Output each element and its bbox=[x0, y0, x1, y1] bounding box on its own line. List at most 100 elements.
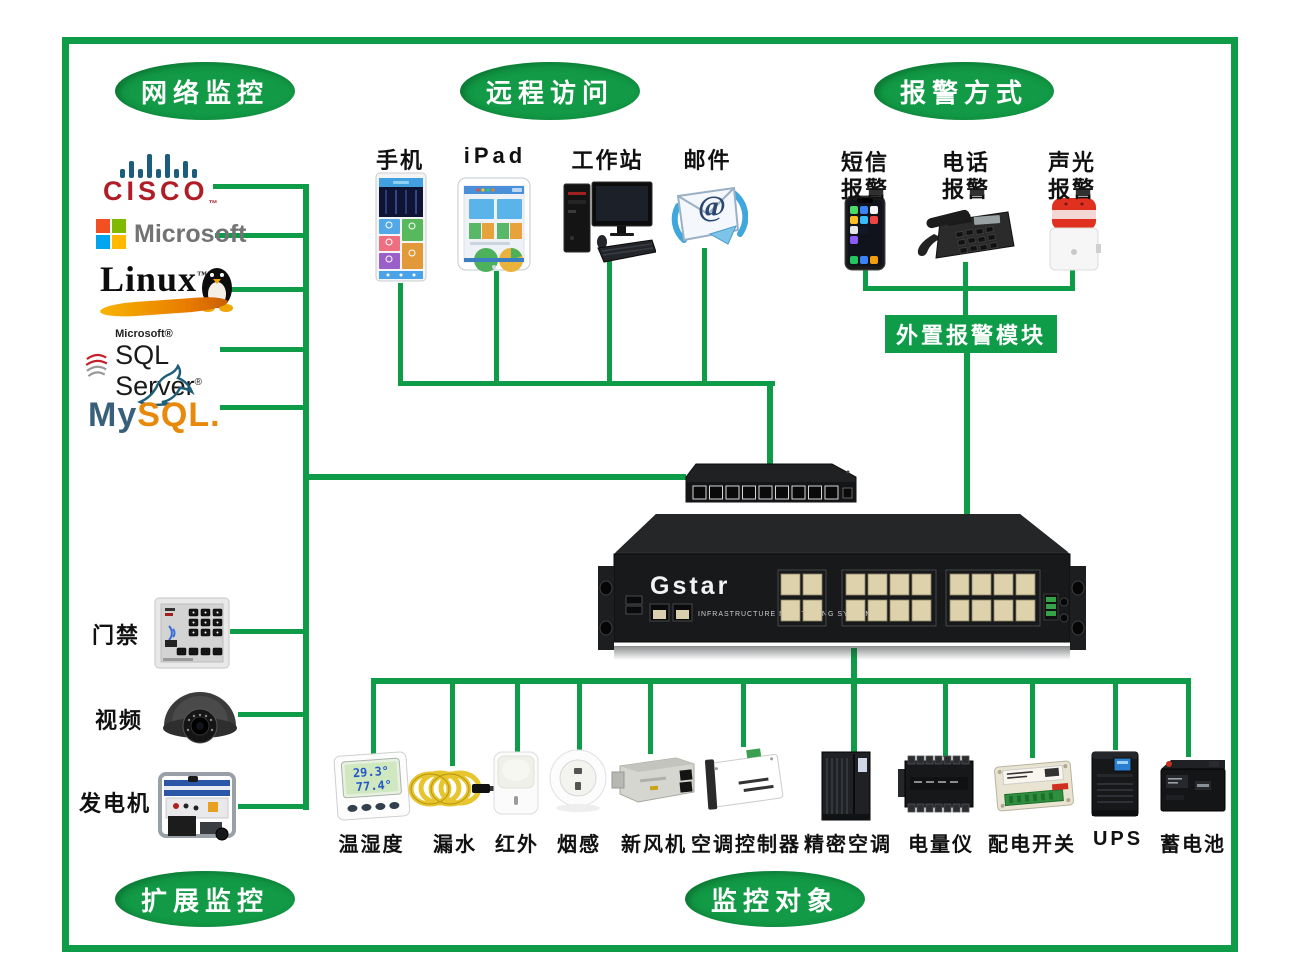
sql-server-brand: Microsoft® bbox=[115, 328, 173, 340]
generator-image bbox=[158, 772, 236, 841]
connector-line bbox=[863, 266, 868, 288]
label-ups: UPS bbox=[1092, 828, 1144, 850]
connector-line bbox=[1113, 678, 1118, 750]
label-access-control: 门禁 bbox=[91, 623, 140, 648]
cisco-wordmark: CISCO™ bbox=[103, 176, 222, 209]
connector-line bbox=[741, 678, 746, 747]
section-oval-remote-access: 远程访问 bbox=[460, 62, 640, 120]
connector-line bbox=[648, 678, 653, 754]
microsoft-squares-icon bbox=[96, 219, 126, 249]
connector-line bbox=[303, 184, 309, 810]
smartphone-app-image bbox=[375, 172, 427, 282]
label-phone-alarm-1: 电话 bbox=[941, 150, 990, 175]
ac-controller-image bbox=[704, 748, 784, 810]
connector-line bbox=[213, 184, 308, 189]
connector-line bbox=[963, 289, 968, 315]
ethernet-switch-image bbox=[685, 463, 857, 503]
connector-line bbox=[767, 381, 773, 465]
label-sound-light-alarm-1: 声光 bbox=[1047, 150, 1096, 175]
svg-text:77.4°: 77.4° bbox=[355, 778, 392, 794]
mysql-dolphin-icon bbox=[137, 364, 195, 406]
ups-image bbox=[1091, 751, 1139, 817]
connector-line bbox=[450, 678, 455, 766]
water-leak-cable-image bbox=[408, 770, 498, 807]
connector-line bbox=[230, 629, 308, 634]
section-oval-alarm-methods: 报警方式 bbox=[874, 62, 1054, 120]
connector-line bbox=[303, 474, 686, 480]
temp-humidity-sensor-image: 29.3° 77.4° bbox=[333, 751, 411, 821]
sms-alarm-phone-image bbox=[844, 195, 886, 271]
connector-line bbox=[215, 287, 308, 292]
label-video: 视频 bbox=[94, 708, 143, 733]
connector-line bbox=[577, 678, 582, 750]
label-sound-light-alarm-2: 报警 bbox=[1047, 177, 1096, 202]
connector-line bbox=[1070, 268, 1075, 288]
smoke-detector-image bbox=[549, 749, 607, 812]
connector-line bbox=[494, 271, 499, 383]
fresh-air-unit-image bbox=[611, 757, 695, 803]
connector-line bbox=[398, 381, 775, 386]
connector-line bbox=[964, 352, 970, 514]
connector-line bbox=[238, 804, 308, 809]
sql-server-icon bbox=[85, 353, 108, 377]
label-temp-humidity: 温湿度 bbox=[338, 834, 405, 856]
connector-line bbox=[371, 678, 1191, 684]
connector-line bbox=[963, 262, 968, 288]
section-oval-monitored-objects: 监控对象 bbox=[685, 871, 865, 927]
label-fresh-air-unit: 新风机 bbox=[621, 834, 687, 856]
connector-line bbox=[238, 712, 308, 717]
connector-line bbox=[220, 405, 308, 410]
linux-wordmark: Linux™ bbox=[100, 259, 209, 299]
label-ac-controller: 空调控制器 bbox=[691, 834, 801, 856]
dome-camera-image bbox=[163, 692, 237, 744]
label-phone-alarm-2: 报警 bbox=[941, 177, 990, 202]
mysql-logo: MySQL. bbox=[88, 364, 223, 436]
connector-line bbox=[1186, 678, 1191, 757]
section-oval-network-monitoring: 网络监控 bbox=[115, 62, 295, 120]
label-workstation: 工作站 bbox=[571, 148, 644, 173]
connector-line bbox=[371, 678, 376, 754]
diagram-border bbox=[62, 37, 1238, 952]
connector-line bbox=[215, 233, 308, 238]
connector-line bbox=[702, 248, 707, 383]
svg-text:@: @ bbox=[698, 190, 726, 223]
sql-server-logo: Microsoft® SQL Server® bbox=[84, 328, 224, 402]
ipad-dashboard-image bbox=[457, 177, 531, 272]
workstation-image bbox=[563, 181, 656, 263]
connector-line bbox=[515, 678, 520, 752]
gstar-monitoring-gateway-image: Gstar INFRASTRUCTURE MONITORING SYSTEM bbox=[598, 514, 1086, 660]
label-battery: 蓄电池 bbox=[1160, 834, 1226, 856]
svg-text:Gstar: Gstar bbox=[650, 572, 730, 600]
label-water-leak: 漏水 bbox=[433, 834, 477, 856]
label-sms-alarm-1: 短信 bbox=[840, 150, 889, 175]
label-power-meter: 电量仪 bbox=[908, 834, 974, 856]
connector-line bbox=[220, 347, 308, 352]
label-infrared: 红外 bbox=[495, 834, 539, 856]
section-oval-extended-monitoring: 扩展监控 bbox=[115, 871, 295, 927]
label-smoke: 烟感 bbox=[557, 834, 601, 856]
distribution-switch-image bbox=[994, 760, 1074, 812]
connector-line bbox=[398, 283, 403, 383]
label-sms-alarm-2: 报警 bbox=[840, 177, 889, 202]
alarm-telephone-image bbox=[917, 209, 1015, 259]
linux-logo: Linux™ bbox=[99, 258, 235, 320]
microsoft-logo: Microsoft bbox=[96, 219, 247, 249]
battery-image bbox=[1160, 760, 1226, 812]
connector-line bbox=[943, 678, 948, 757]
cisco-logo: CISCO™ bbox=[103, 152, 222, 209]
connector-line bbox=[851, 648, 857, 754]
label-generator: 发电机 bbox=[78, 791, 151, 816]
precision-ac-image bbox=[821, 751, 871, 821]
cisco-bars-icon bbox=[103, 152, 213, 178]
power-meter-image bbox=[898, 755, 974, 813]
label-email: 邮件 bbox=[683, 148, 732, 173]
label-phone: 手机 bbox=[375, 148, 424, 173]
email-image: @ bbox=[671, 186, 748, 245]
access-control-keypad-image bbox=[154, 597, 230, 669]
external-alarm-module-box: 外置报警模块 bbox=[885, 315, 1057, 353]
sql-server-wordmark: SQL Server® bbox=[115, 340, 203, 401]
label-distribution-switch: 配电开关 bbox=[988, 834, 1076, 856]
connector-line bbox=[1030, 678, 1035, 758]
svg-text:29.3°: 29.3° bbox=[352, 764, 389, 780]
